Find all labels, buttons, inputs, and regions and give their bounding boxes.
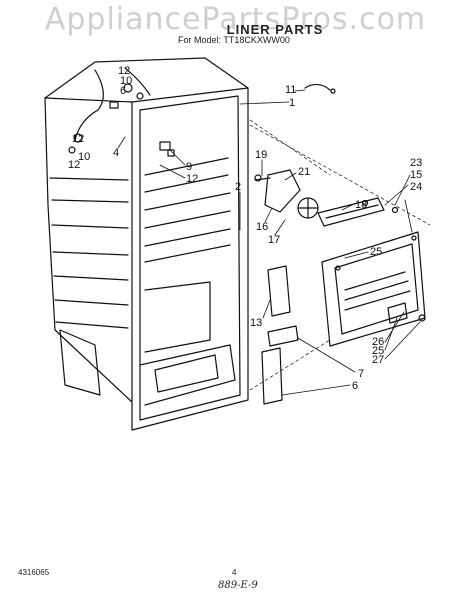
callout-21: 21 — [298, 166, 310, 178]
part-6-panel — [261, 347, 283, 405]
callout-1: 1 — [289, 97, 295, 109]
callout-10: 10 — [78, 151, 90, 163]
callout-18: 18 — [355, 199, 367, 211]
callout-12: 12 — [68, 159, 80, 171]
callout-10: 10 — [120, 75, 132, 87]
upper-controls — [68, 83, 175, 157]
cabinet-liner — [44, 57, 249, 431]
air-grille — [317, 197, 399, 227]
part-7-bracket — [267, 325, 299, 347]
leader-lines — [117, 89, 421, 396]
callout-24: 24 — [410, 181, 422, 193]
callout-13: 13 — [250, 317, 262, 329]
callout-11: 11 — [285, 84, 296, 96]
callout-12: 12 — [186, 173, 198, 185]
callout-16: 16 — [256, 221, 268, 233]
callout-12: 12 — [72, 133, 84, 145]
rear-panel — [321, 231, 426, 347]
model-number: For Model: TT18CKXWW00 — [178, 35, 290, 45]
callout-4: 4 — [113, 147, 119, 159]
callout-25: 25 — [370, 246, 382, 258]
callout-26: 26 — [372, 336, 384, 348]
callout-27: 27 — [372, 354, 384, 366]
page-number: 4 — [232, 568, 237, 577]
callout-23: 23 — [410, 157, 422, 169]
callout-17: 17 — [268, 234, 280, 246]
callout-15: 15 — [410, 169, 422, 181]
part-13-panel — [267, 265, 291, 317]
callout-19: 19 — [255, 149, 267, 161]
diagram-title: LINER PARTS — [226, 22, 324, 37]
part-11-cable — [304, 83, 331, 91]
handwritten-note: 889-E-9 — [218, 580, 258, 591]
callout-25: 25 — [372, 345, 384, 357]
callout-7: 7 — [358, 368, 364, 380]
callout-9: 9 — [186, 161, 192, 173]
evaporator-fan-assembly — [254, 169, 319, 219]
callout-12: 12 — [118, 65, 130, 77]
callout-6: 6 — [120, 85, 126, 97]
callout-labels: 11 1 12 10 6 12 10 12 4 9 12 19 2 21 23 … — [68, 65, 422, 392]
callout-6: 6 — [352, 380, 358, 392]
document-number: 4316065 — [18, 568, 50, 577]
callout-2: 2 — [235, 181, 241, 193]
